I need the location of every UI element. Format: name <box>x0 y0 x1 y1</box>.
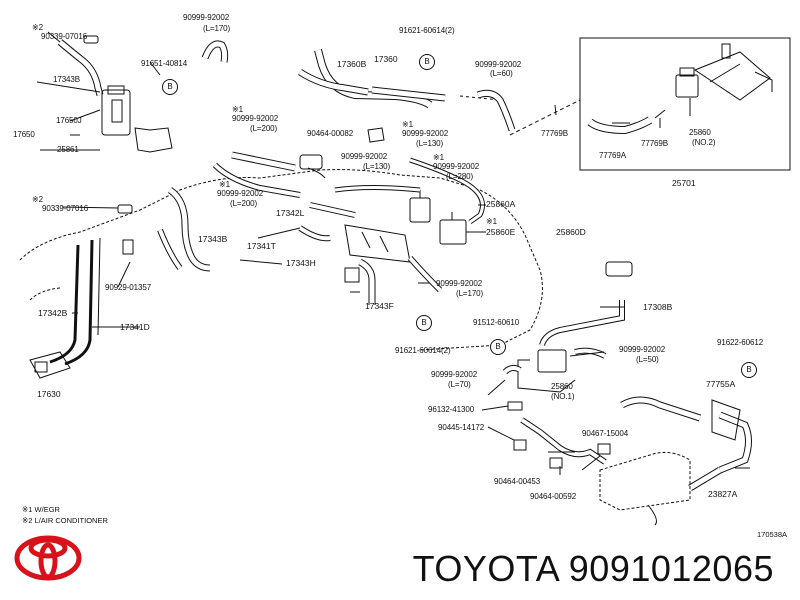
footer-title: TOYOTA 9091012065 <box>412 548 774 589</box>
label-17630: 17630 <box>37 389 61 399</box>
label-90999-92002-l60: 90999-92002 <box>475 60 522 69</box>
circle-b-3: B <box>416 315 432 331</box>
label-l130a: (L=130) <box>416 139 444 148</box>
label-ref-1e: ※1 <box>486 217 497 226</box>
label-96132-41300: 96132-41300 <box>428 405 475 414</box>
label-90999-92002-l130a: 90999-92002 <box>402 129 449 138</box>
label-17343f: 17343F <box>365 301 394 311</box>
label-90999-92002-l280: 90999-92002 <box>433 162 480 171</box>
label-77769b-main: 77769B <box>541 129 568 138</box>
circle-b-4: B <box>490 339 506 355</box>
label-17343b-mid: 17343B <box>198 234 228 244</box>
note-w-egr: ※1 W/EGR <box>22 505 60 514</box>
label-90464-00453: 90464-00453 <box>494 477 541 486</box>
label-ref-2b: ※2 <box>32 195 43 204</box>
label-90999-92002-l130b: 90999-92002 <box>341 152 388 161</box>
label-91651-40814: 91651-40814 <box>141 59 188 68</box>
label-ref-1b: ※1 <box>402 120 413 129</box>
label-no2: (NO.2) <box>692 138 716 147</box>
label-77755a: 77755A <box>706 379 736 389</box>
label-17360b: 17360B <box>337 59 367 69</box>
label-90467-15004: 90467-15004 <box>582 429 629 438</box>
label-77769b-inset: 77769B <box>641 139 668 148</box>
label-l130b: (L=130) <box>363 162 391 171</box>
label-25701: 25701 <box>672 178 696 188</box>
label-25860a: 25860A <box>486 199 516 209</box>
label-90339-07016-top: 90339-07016 <box>41 32 88 41</box>
circle-b-1: B <box>162 79 178 95</box>
label-17308b: 17308B <box>643 302 673 312</box>
label-l50: (L=50) <box>636 355 659 364</box>
diagram-code: 170538A <box>757 530 788 539</box>
inset-leader <box>509 99 581 136</box>
label-90999-92002-l200a: 90999-92002 <box>232 114 279 123</box>
label-ref-1d: ※1 <box>219 180 230 189</box>
label-17360: 17360 <box>374 54 398 64</box>
toyota-logo <box>14 535 82 581</box>
circle-b-5: B <box>741 362 757 378</box>
label-l170b: (L=170) <box>456 289 484 298</box>
label-17342l: 17342L <box>276 208 305 218</box>
label-ref-2a: ※2 <box>32 23 43 32</box>
label-17342b: 17342B <box>38 308 68 318</box>
label-no1: (NO.1) <box>551 392 575 401</box>
label-25860-no2: 25860 <box>689 128 711 137</box>
label-90999-92002-l170b: 90999-92002 <box>436 279 483 288</box>
label-90464-00592: 90464-00592 <box>530 492 577 501</box>
label-l60: (L=60) <box>490 69 513 78</box>
label-90445-14172: 90445-14172 <box>438 423 485 432</box>
label-90999-92002-l50: 90999-92002 <box>619 345 666 354</box>
label-77769a: 77769A <box>599 151 626 160</box>
label-91621-60614-mid: 91621-60614(2) <box>395 346 451 355</box>
note-air-conditioner: ※2 L/AIR CONDITIONER <box>22 516 108 525</box>
label-17650j: 17650J <box>56 116 82 125</box>
label-17343h: 17343H <box>286 258 316 268</box>
label-ref-1c: ※1 <box>433 153 444 162</box>
label-25860-no1: 25860 <box>551 382 573 391</box>
label-l170-top: (L=170) <box>203 24 231 33</box>
label-90464-00082: 90464-00082 <box>307 129 354 138</box>
label-91622-60612: 91622-60612 <box>717 338 764 347</box>
label-17343b-top: 17343B <box>53 75 80 84</box>
label-90999-92002-l200b: 90999-92002 <box>217 189 264 198</box>
label-90929-01357: 90929-01357 <box>105 283 152 292</box>
label-17341t: 17341T <box>247 241 276 251</box>
label-ref-1a: ※1 <box>232 105 243 114</box>
label-23827a: 23827A <box>708 489 738 499</box>
label-25860d: 25860D <box>556 227 586 237</box>
label-l200b: (L=200) <box>230 199 258 208</box>
label-l200a: (L=200) <box>250 124 278 133</box>
label-17341d: 17341D <box>120 322 150 332</box>
label-25860e: 25860E <box>486 227 516 237</box>
label-l280: (L=280) <box>446 172 474 181</box>
label-90999-92002-top: 90999-92002 <box>183 13 230 22</box>
label-90339-07016-mid: 90339-07016 <box>42 204 89 213</box>
label-91621-60614-top: 91621-60614(2) <box>399 26 455 35</box>
label-17650: 17650 <box>13 130 35 139</box>
circle-b-2: B <box>419 54 435 70</box>
label-90999-92002-l70: 90999-92002 <box>431 370 478 379</box>
inset-box <box>579 37 791 171</box>
label-25861: 25861 <box>57 145 79 154</box>
label-91512-60610: 91512-60610 <box>473 318 520 327</box>
label-l70: (L=70) <box>448 380 471 389</box>
